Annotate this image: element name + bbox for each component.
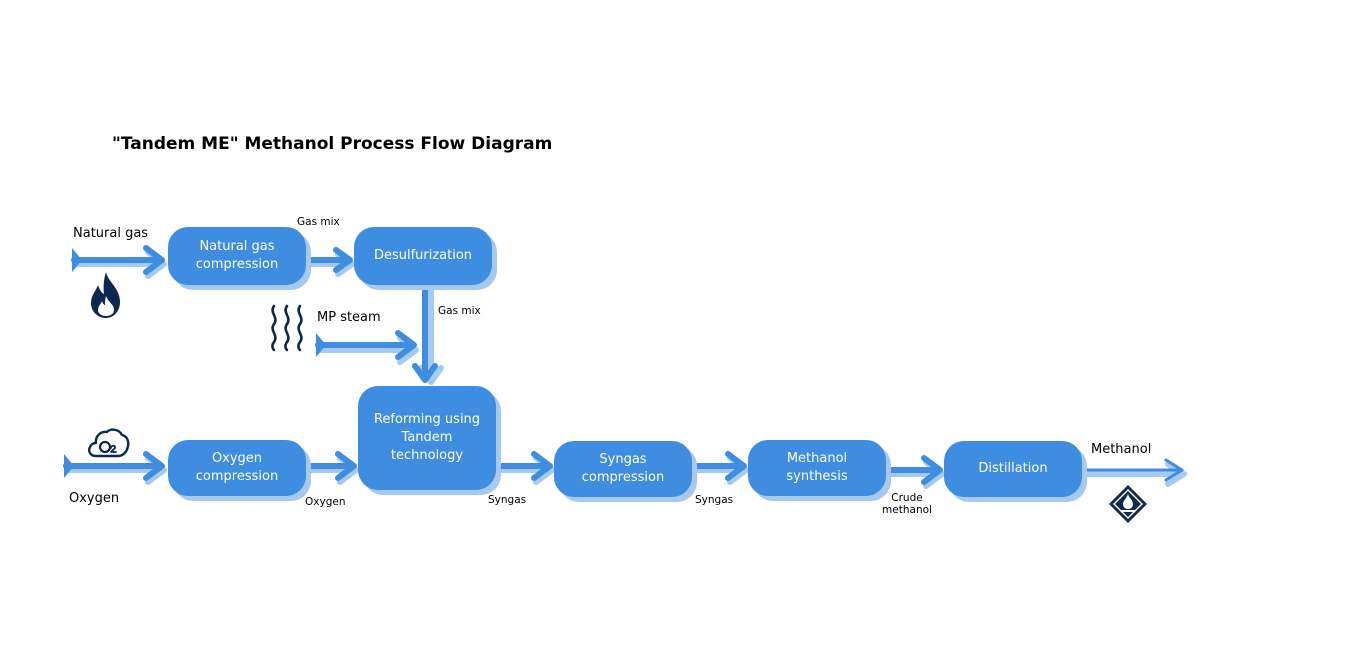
input-label-oxygen: Oxygen [69,491,120,506]
stream-label-gas-mix: Gas mix [297,216,340,228]
arrow-syngas-2 [691,451,747,481]
node-reforming: Reforming using Tandem technology [358,386,496,490]
stream-label-syngas: Syngas [488,494,527,506]
node-label: Reforming using Tandem technology [373,412,481,463]
node-syngas-compression: Syngas compression [554,441,692,497]
node-methanol-synthesis: Methanol synthesis [748,440,886,496]
methanol-product-icon [1109,485,1147,523]
arrow-gas-mix-down [412,283,438,383]
node-label: Syngas compression [581,452,665,485]
arrow-natural-gas-in [71,245,165,275]
arrow-gas-mix-top [303,247,353,273]
stream-label-crude-methanol: Crude methanol [882,492,932,516]
steam-icon [271,304,303,352]
arrow-crude-methanol [883,455,943,485]
arrow-methanol-out [1084,458,1184,482]
arrow-mp-steam [315,330,417,360]
node-natural-gas-compression: Natural gas compression [168,227,306,285]
arrow-syngas-1 [493,451,553,481]
output-label-methanol: Methanol [1091,442,1152,457]
stream-label-gas-mix: Gas mix [438,305,481,317]
node-label: Natural gas compression [195,239,279,272]
input-label-natural-gas: Natural gas [73,226,149,241]
oxygen-cloud-icon [88,428,130,458]
diagram-title: "Tandem ME" Methanol Process Flow Diagra… [112,134,553,154]
node-label: Distillation [978,461,1048,476]
node-label: Oxygen compression [195,451,279,484]
node-distillation: Distillation [944,441,1082,497]
node-oxygen-compression: Oxygen compression [168,440,306,496]
arrow-oxygen-in [63,451,165,481]
stream-label-oxygen: Oxygen [305,496,346,508]
input-label-mp-steam: MP steam [317,310,381,325]
flame-icon [91,272,120,318]
node-label: Desulfurization [373,248,473,263]
stream-label-syngas: Syngas [695,494,734,506]
node-desulfurization: Desulfurization [354,227,492,285]
arrow-oxygen-compressed [303,451,357,481]
node-label: Methanol synthesis [786,451,848,484]
